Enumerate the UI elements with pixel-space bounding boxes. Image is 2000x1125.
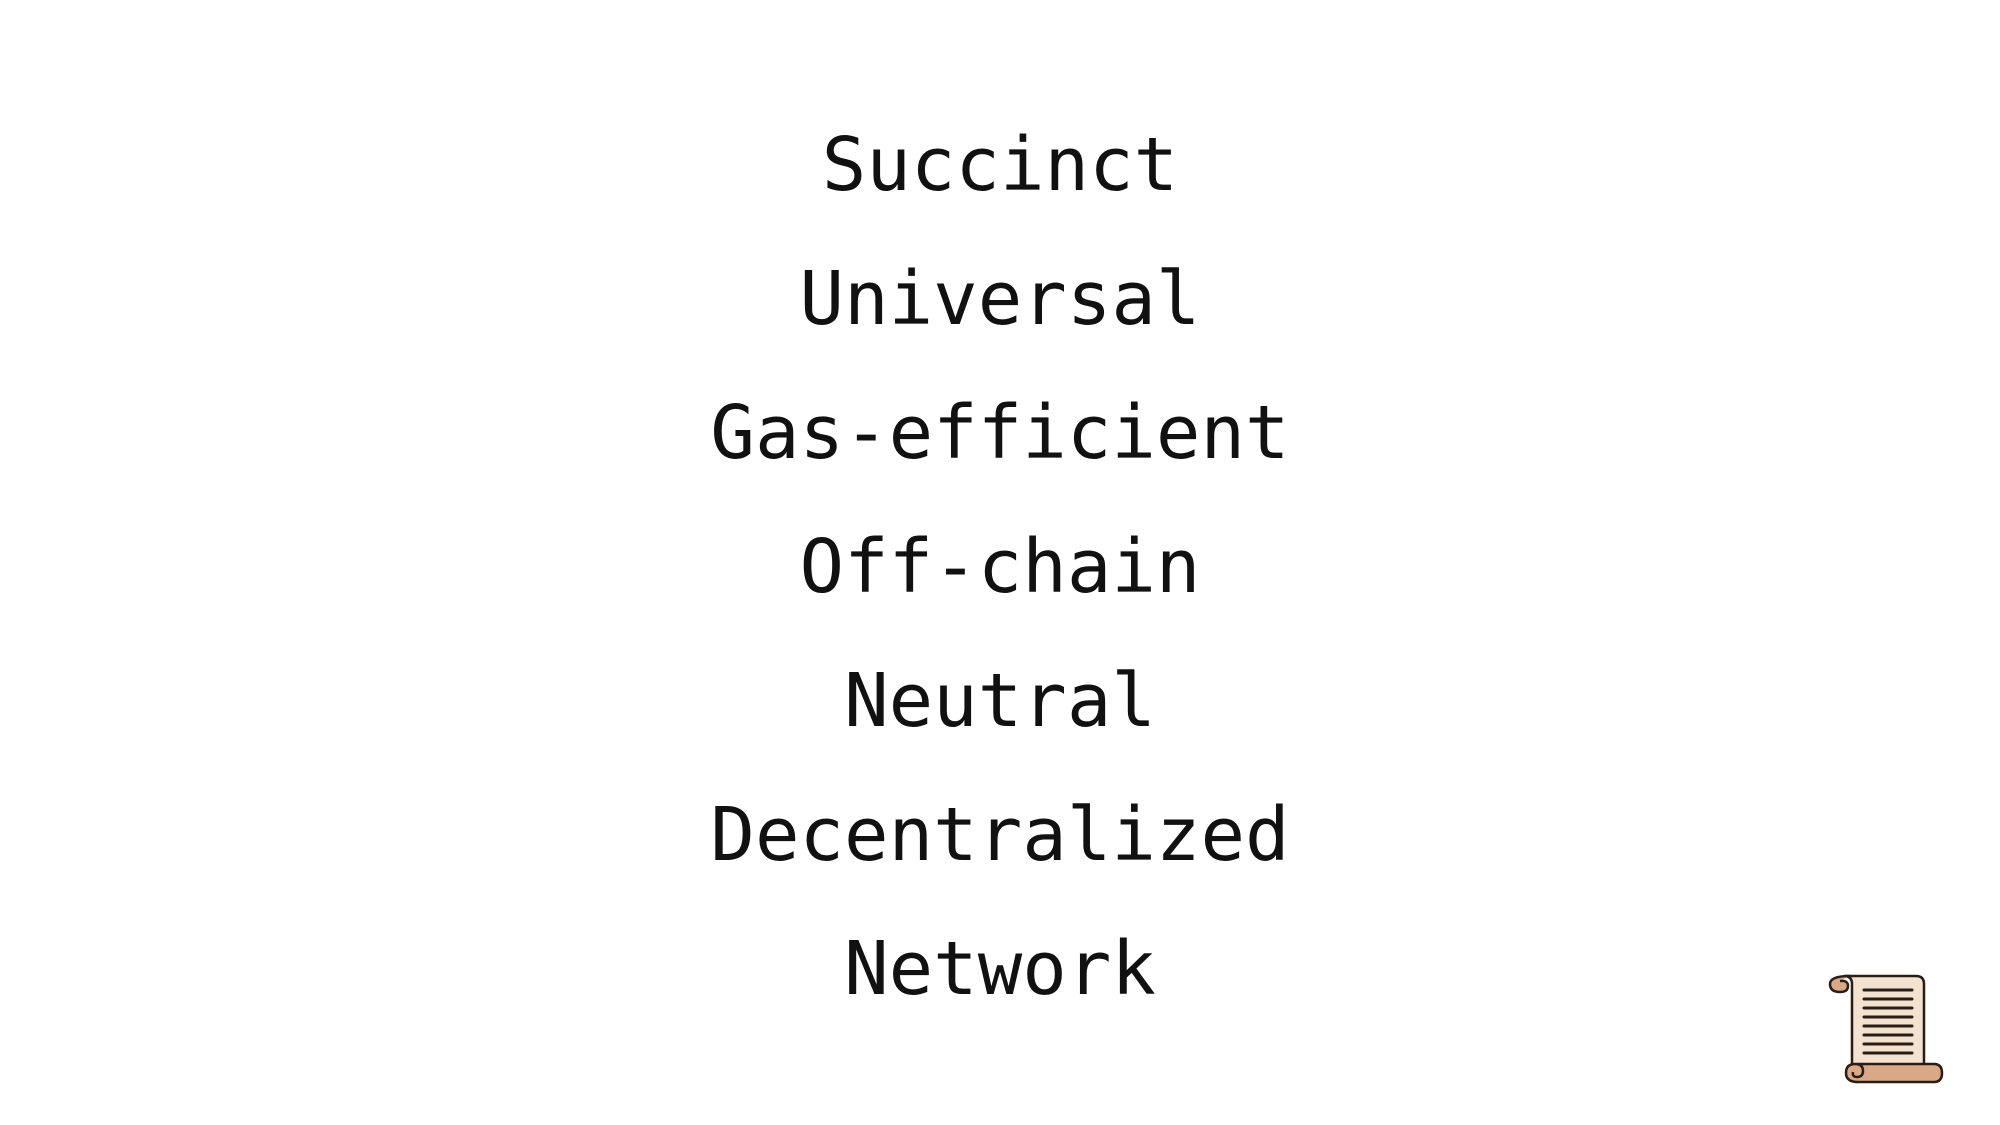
word-gas-efficient: Gas-efficient bbox=[710, 390, 1290, 476]
word-universal: Universal bbox=[799, 256, 1201, 342]
word-list: Succinct Universal Gas-efficient Off-cha… bbox=[0, 98, 2000, 1036]
word-decentralized: Decentralized bbox=[710, 792, 1290, 878]
word-neutral: Neutral bbox=[844, 658, 1156, 744]
scroll-icon bbox=[1822, 968, 1947, 1090]
word-network: Network bbox=[844, 926, 1156, 1012]
word-succinct: Succinct bbox=[821, 122, 1179, 208]
word-off-chain: Off-chain bbox=[799, 524, 1201, 610]
